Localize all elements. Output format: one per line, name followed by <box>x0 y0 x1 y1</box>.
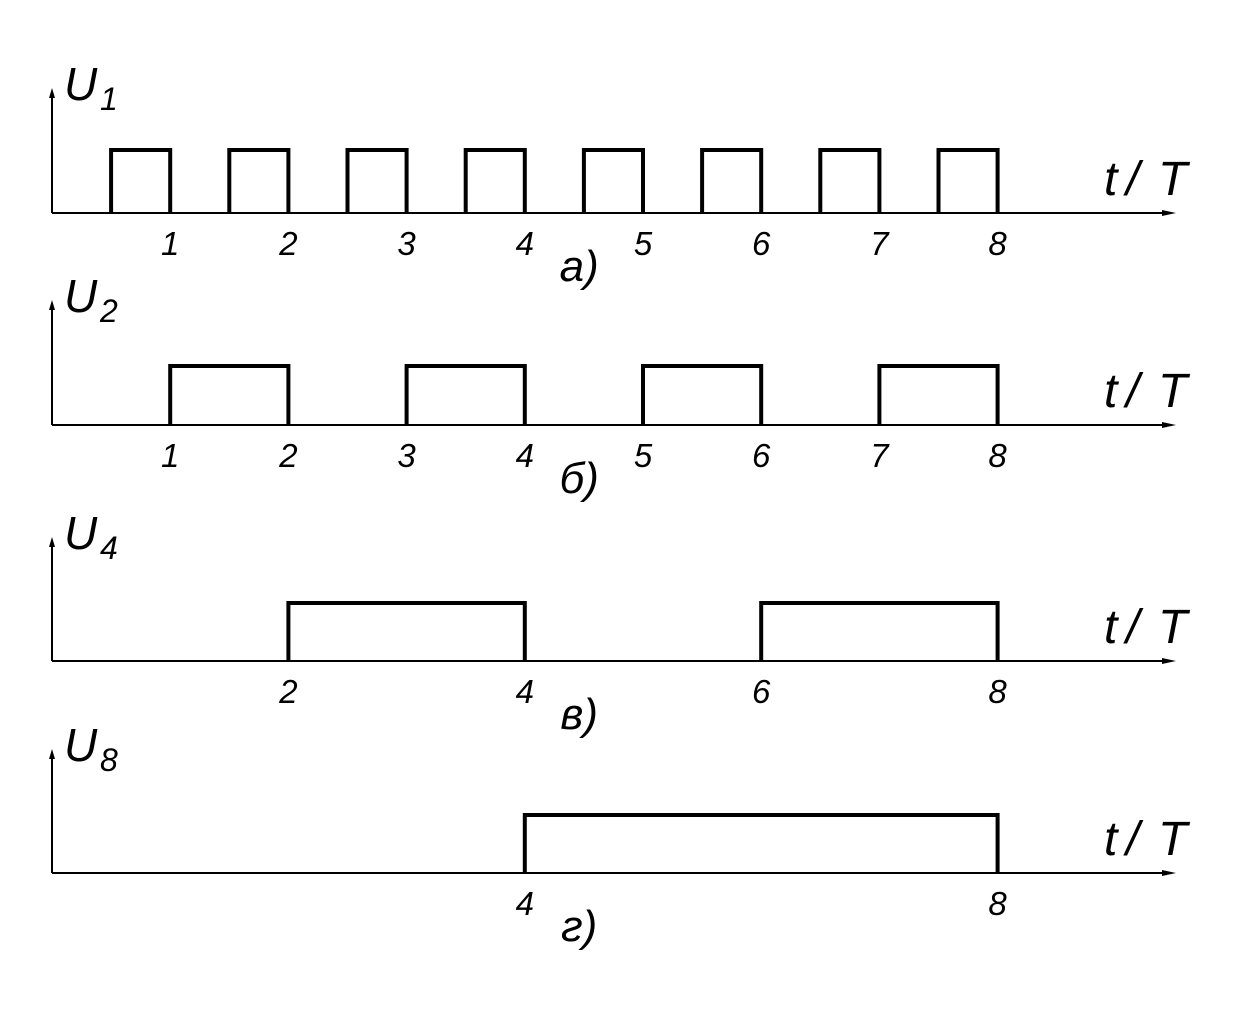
x-axis-arrow <box>1162 422 1176 428</box>
tick-label-8: 8 <box>988 885 1007 922</box>
tick-label-1: 1 <box>161 437 179 474</box>
x-axis-label-slash: / <box>1123 365 1144 418</box>
x-axis-arrow <box>1162 870 1176 876</box>
y-axis-label-subscript: 4 <box>100 530 118 566</box>
panel-identifier: а) <box>560 242 599 291</box>
x-axis-label-t: t <box>1104 813 1119 866</box>
x-axis-arrow <box>1162 210 1176 216</box>
y-axis-label: U <box>64 270 98 322</box>
pulse-1 <box>168 364 291 425</box>
tick-label-3: 3 <box>397 437 416 474</box>
x-axis-label-T: T <box>1158 153 1191 206</box>
tick-label-5: 5 <box>634 225 653 262</box>
tick-label-4: 4 <box>516 225 534 262</box>
tick-label-2: 2 <box>278 225 297 262</box>
pulse-5 <box>581 148 645 213</box>
tick-label-8: 8 <box>988 225 1007 262</box>
y-axis-label-subscript: 1 <box>100 81 118 117</box>
x-axis-label-slash: / <box>1123 813 1144 866</box>
tick-label-6: 6 <box>752 437 771 474</box>
pulse-1 <box>522 813 1000 873</box>
panel-identifier: б) <box>559 454 598 503</box>
tick-label-7: 7 <box>870 225 890 262</box>
pulse-2 <box>227 148 291 213</box>
x-axis-label-slash: / <box>1123 601 1144 654</box>
y-axis-label-subscript: 2 <box>99 293 118 329</box>
x-axis-label-T: T <box>1158 601 1191 654</box>
x-axis-label-t: t <box>1104 365 1119 418</box>
tick-label-7: 7 <box>870 437 890 474</box>
x-axis-label-t: t <box>1104 153 1119 206</box>
pulse-7 <box>818 148 882 213</box>
tick-label-8: 8 <box>988 437 1007 474</box>
y-axis-arrow <box>49 537 55 547</box>
tick-label-1: 1 <box>161 225 179 262</box>
x-axis-label-T: T <box>1158 813 1191 866</box>
tick-label-2: 2 <box>278 437 297 474</box>
tick-label-4: 4 <box>516 885 534 922</box>
pulse-4 <box>877 364 1000 425</box>
tick-label-8: 8 <box>988 673 1007 710</box>
y-axis-label: U <box>64 719 98 771</box>
pulse-2 <box>759 601 1000 661</box>
y-axis-label-subscript: 8 <box>100 742 118 778</box>
x-axis-label-T: T <box>1158 365 1191 418</box>
pulse-2 <box>404 364 527 425</box>
pulse-8 <box>936 148 1000 213</box>
y-axis-label: U <box>64 58 98 110</box>
panel-identifier: г) <box>561 902 597 951</box>
tick-label-3: 3 <box>397 225 416 262</box>
y-axis-arrow <box>49 88 55 98</box>
y-axis-arrow <box>49 749 55 759</box>
panel-identifier: в) <box>560 690 598 739</box>
x-axis-label-t: t <box>1104 601 1119 654</box>
pulse-3 <box>641 364 764 425</box>
x-axis-arrow <box>1162 658 1176 664</box>
tick-label-5: 5 <box>634 437 653 474</box>
tick-label-6: 6 <box>752 225 771 262</box>
tick-label-6: 6 <box>752 673 771 710</box>
pulse-1 <box>286 601 527 661</box>
pulse-6 <box>700 148 764 213</box>
tick-label-4: 4 <box>516 437 534 474</box>
y-axis-label: U <box>64 507 98 559</box>
pulse-3 <box>345 148 409 213</box>
pulse-4 <box>463 148 527 213</box>
tick-label-2: 2 <box>278 673 297 710</box>
x-axis-label-slash: / <box>1123 153 1144 206</box>
tick-label-4: 4 <box>516 673 534 710</box>
pulse-1 <box>109 148 173 213</box>
y-axis-arrow <box>49 300 55 310</box>
